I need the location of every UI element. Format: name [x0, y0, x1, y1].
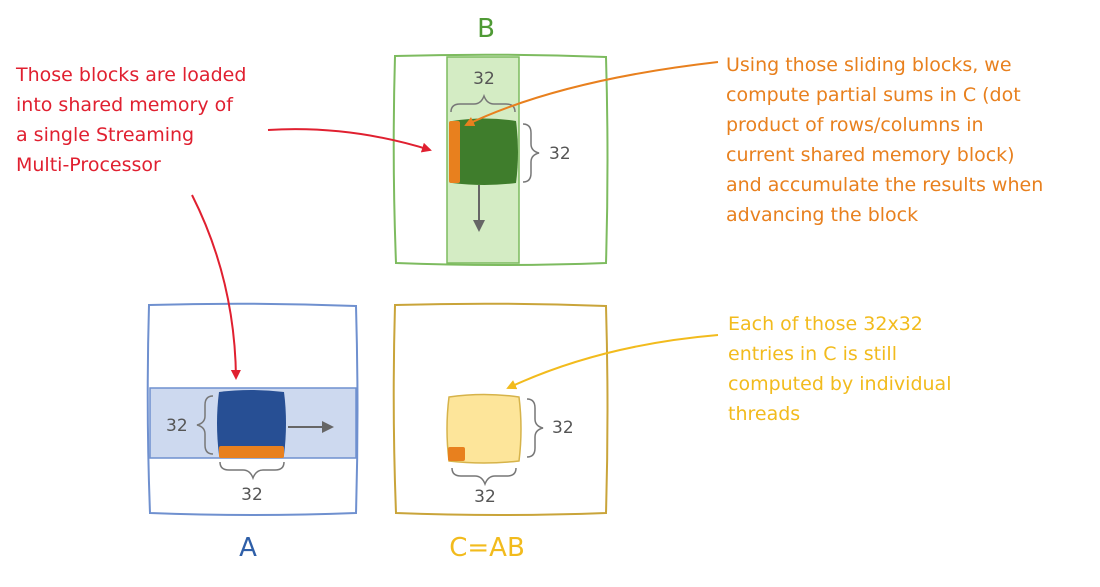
- threads-note-line: threads: [728, 403, 801, 425]
- matrix-c-thread-entry: [448, 447, 465, 461]
- matrix-a-height-label: 32: [166, 416, 188, 436]
- matrix-b-width-brace: [450, 93, 516, 113]
- shared-memory-note-line: into shared memory of: [16, 94, 233, 116]
- partial-sums-note-line: compute partial sums in C (dot: [726, 84, 1021, 106]
- matrix-c-output-block: [446, 393, 522, 464]
- matrix-a-thread-row: [219, 446, 284, 458]
- matrix-a-label: A: [239, 533, 257, 563]
- matrix-c-width-label: 32: [474, 487, 496, 507]
- shared-memory-note-line: Multi-Processor: [16, 154, 161, 176]
- matrix-b: 32 32 B: [392, 14, 609, 266]
- matrix-b-thread-column: [449, 121, 460, 183]
- threads-note-line: computed by individual: [728, 373, 952, 395]
- shared-memory-arrow-to-a: [191, 194, 241, 380]
- matrix-c-height-brace: [526, 398, 544, 458]
- matrix-b-height-brace: [522, 123, 540, 183]
- shared-memory-note: Those blocks are loaded into shared memo…: [16, 60, 246, 180]
- matrix-c-width-brace: [451, 467, 517, 487]
- shared-memory-arrow-to-b: [267, 128, 432, 153]
- shared-memory-note-line: a single Streaming: [16, 124, 195, 146]
- matrix-a-shared-block: [217, 390, 286, 457]
- partial-sums-note: Using those sliding blocks, we compute p…: [726, 50, 1043, 230]
- partial-sums-note-line: product of rows/columns in: [726, 114, 984, 136]
- matrix-a-width-label: 32: [241, 485, 263, 505]
- threads-note-line: entries in C is still: [728, 343, 897, 365]
- matrix-c-height-label: 32: [552, 418, 574, 438]
- matrix-b-shared-block: [450, 118, 518, 185]
- matrix-c: 32 32 C=AB: [392, 302, 609, 563]
- partial-sums-arrow: [464, 61, 719, 127]
- threads-note-line: Each of those 32x32: [728, 313, 923, 335]
- matrix-a-width-brace: [219, 461, 285, 481]
- partial-sums-note-line: advancing the block: [726, 204, 919, 226]
- matrix-a: 32 32 A: [146, 302, 359, 563]
- matrix-b-label: B: [477, 14, 495, 44]
- partial-sums-note-line: current shared memory block): [726, 144, 1015, 166]
- threads-arrow: [506, 334, 719, 390]
- matrix-b-height-label: 32: [549, 144, 571, 164]
- partial-sums-note-line: and accumulate the results when: [726, 174, 1044, 196]
- threads-note: Each of those 32x32 entries in C is stil…: [728, 309, 951, 429]
- partial-sums-note-line: Using those sliding blocks, we: [726, 54, 1012, 76]
- matrix-a-height-brace: [196, 395, 214, 455]
- matrix-c-label: C=AB: [449, 533, 525, 563]
- shared-memory-note-line: Those blocks are loaded: [16, 64, 247, 86]
- matrix-b-width-label: 32: [473, 69, 495, 89]
